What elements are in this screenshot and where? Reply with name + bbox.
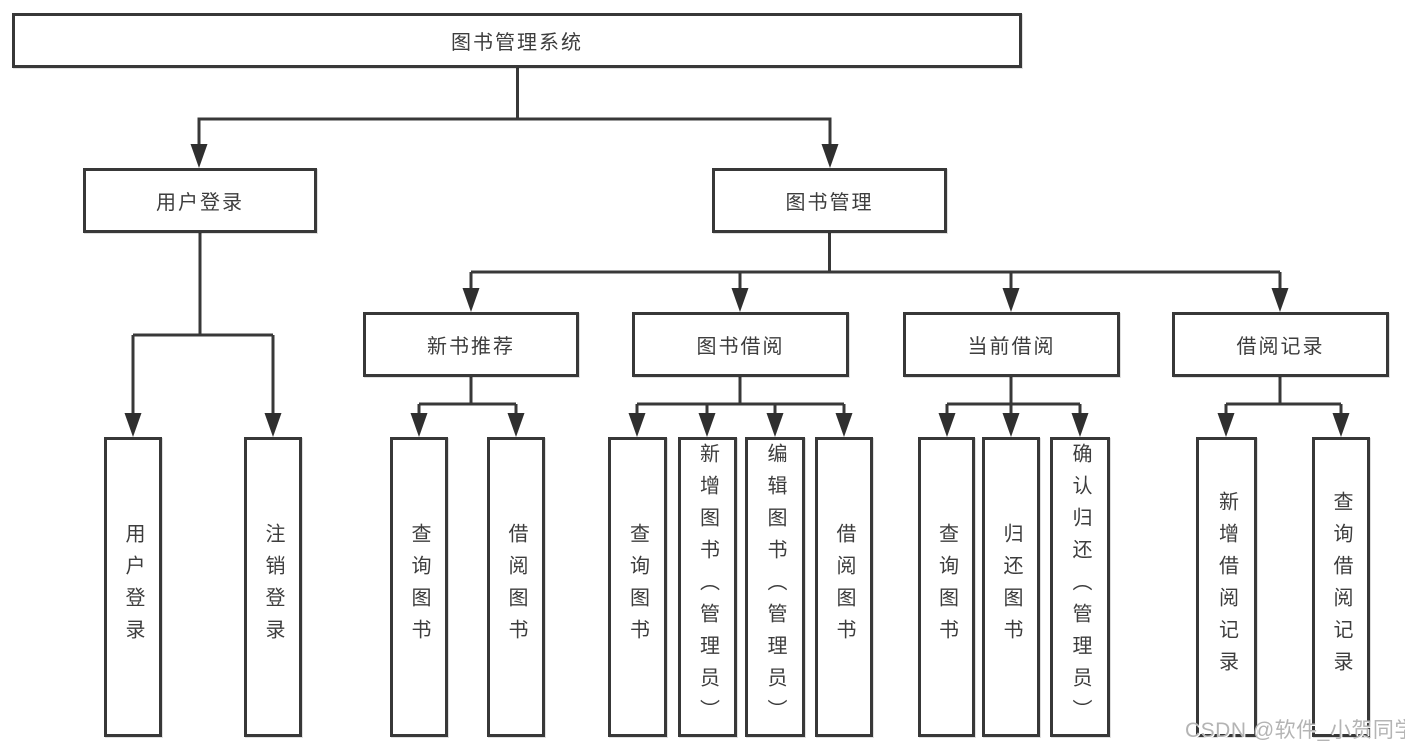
node-current-borrowing: 当前借阅: [903, 312, 1120, 377]
leaf-add-books-admin-label: 新增图书（管理员）: [696, 443, 719, 731]
leaf-logout-login: 注销登录: [244, 437, 302, 737]
leaf-query-books-borrowing: 查询图书: [608, 437, 667, 737]
node-book-borrowing-label: 图书借阅: [696, 336, 785, 358]
leaf-user-login-label: 用户登录: [122, 523, 144, 651]
leaf-add-borrow-record: 新增借阅记录: [1196, 437, 1257, 737]
leaf-return-books-label: 归还图书: [1000, 523, 1022, 651]
node-library-system-label: 图书管理系统: [451, 32, 583, 54]
leaf-borrow-books-borrowing: 借阅图书: [815, 437, 873, 737]
node-new-book-recommend: 新书推荐: [363, 312, 579, 377]
leaf-query-books-recommend-label: 查询图书: [408, 523, 430, 651]
leaf-confirm-return-admin: 确认归还（管理员）: [1050, 437, 1110, 737]
csdn-watermark: CSDN @软件_小贺同学: [1185, 719, 1405, 742]
node-user-login-label: 用户登录: [156, 192, 244, 214]
leaf-edit-books-admin-label: 编辑图书（管理员）: [764, 443, 786, 731]
node-user-login: 用户登录: [83, 168, 317, 233]
node-borrow-records: 借阅记录: [1172, 312, 1389, 377]
leaf-add-borrow-record-label: 新增借阅记录: [1215, 491, 1238, 683]
leaf-query-books-recommend: 查询图书: [390, 437, 448, 737]
leaf-edit-books-admin: 编辑图书（管理员）: [745, 437, 805, 737]
leaf-add-books-admin: 新增图书（管理员）: [678, 437, 737, 737]
leaf-return-books: 归还图书: [982, 437, 1040, 737]
node-current-borrowing-label: 当前借阅: [967, 336, 1056, 358]
leaf-query-books-borrowing-label: 查询图书: [626, 523, 649, 651]
leaf-confirm-return-admin-label: 确认归还（管理员）: [1069, 443, 1091, 731]
leaf-borrow-books-recommend-label: 借阅图书: [505, 523, 527, 651]
leaf-query-borrow-record: 查询借阅记录: [1312, 437, 1370, 737]
leaf-query-books-current-label: 查询图书: [935, 523, 958, 651]
node-book-borrowing: 图书借阅: [632, 312, 849, 377]
leaf-query-borrow-record-label: 查询借阅记录: [1330, 491, 1352, 683]
node-borrow-records-label: 借阅记录: [1236, 336, 1325, 358]
node-new-book-recommend-label: 新书推荐: [427, 336, 515, 358]
node-book-management: 图书管理: [712, 168, 947, 233]
node-book-management-label: 图书管理: [785, 192, 874, 214]
node-library-system: 图书管理系统: [12, 13, 1022, 68]
leaf-logout-login-label: 注销登录: [262, 523, 284, 651]
leaf-borrow-books-recommend: 借阅图书: [487, 437, 545, 737]
leaf-borrow-books-borrowing-label: 借阅图书: [833, 523, 855, 651]
leaf-query-books-current: 查询图书: [918, 437, 975, 737]
leaf-user-login: 用户登录: [104, 437, 162, 737]
